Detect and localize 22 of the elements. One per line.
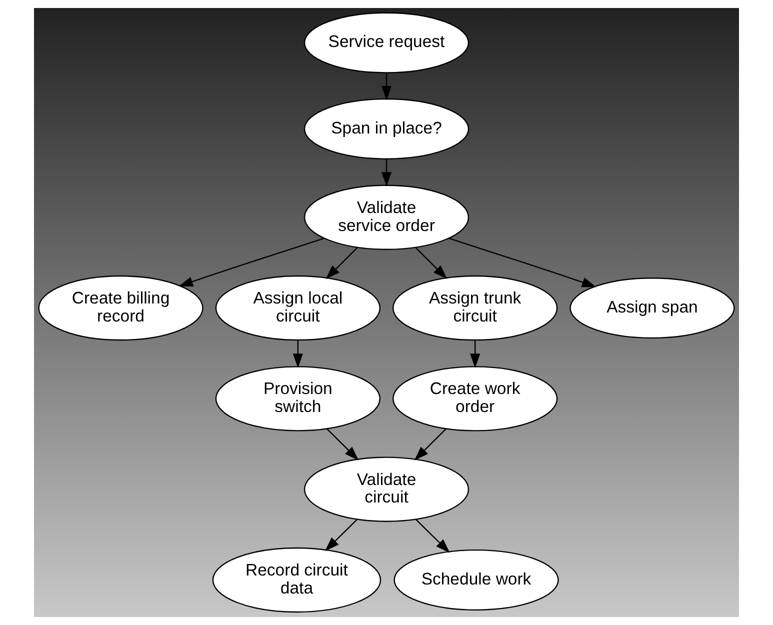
- arrow: [415, 519, 450, 553]
- node-ellipse: Record circuit data: [212, 547, 382, 613]
- node-ellipse: Create work order: [392, 366, 558, 432]
- node-ellipse: Span in place?: [304, 98, 470, 160]
- arrow: [381, 159, 392, 187]
- arrow: [326, 428, 359, 460]
- node-ellipse: Service request: [304, 12, 470, 74]
- node-ellipse: Assign trunk circuit: [392, 275, 558, 341]
- node-ellipse: Provision switch: [215, 366, 381, 432]
- node-ellipse: Assign local circuit: [215, 275, 381, 341]
- node-ellipse: Validate circuit: [304, 456, 470, 522]
- arrow: [324, 519, 358, 552]
- arrow: [470, 340, 480, 368]
- arrow: [292, 340, 303, 368]
- arrow: [414, 428, 446, 460]
- node-ellipse: Schedule work: [394, 549, 559, 611]
- node-ellipse: Validate service order: [304, 184, 470, 250]
- arrow: [415, 247, 448, 280]
- arrow: [326, 247, 358, 280]
- arrow: [381, 72, 392, 100]
- arrow: [178, 238, 324, 286]
- arrow: [448, 238, 596, 288]
